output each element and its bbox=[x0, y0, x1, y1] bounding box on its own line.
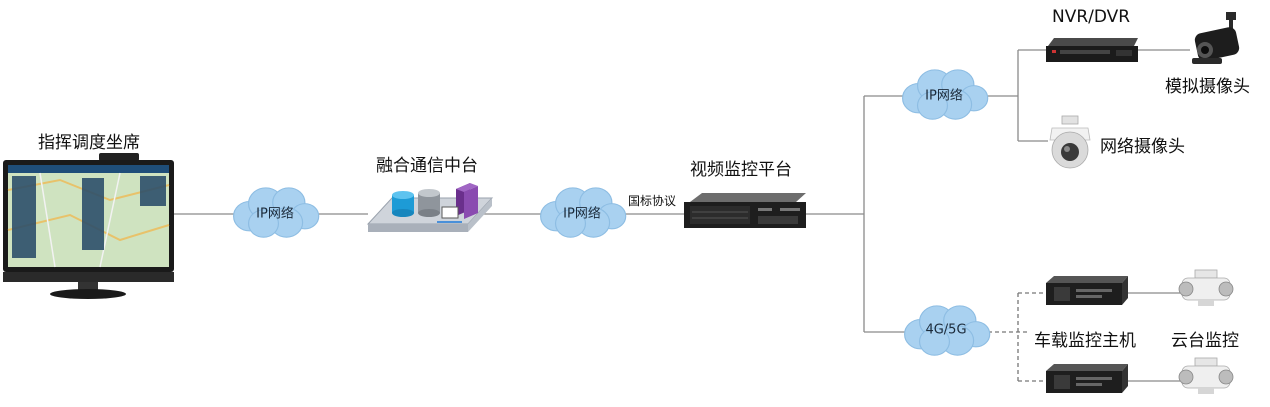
label-nvr-dvr: NVR/DVR bbox=[1052, 7, 1131, 27]
label-vehicle-host: 车载监控主机 bbox=[1034, 331, 1136, 351]
blue-cylinder bbox=[392, 191, 414, 217]
vehicle-host-icon bbox=[1046, 276, 1128, 305]
dome-camera-icon bbox=[1049, 115, 1091, 169]
nvr-icon bbox=[1046, 38, 1138, 62]
label-dispatch-seat: 指挥调度坐席 bbox=[38, 133, 140, 153]
ptz-camera-icon bbox=[1178, 269, 1234, 306]
connection-lines bbox=[172, 49, 1190, 382]
monitor-icon bbox=[3, 153, 174, 299]
label-network-camera: 网络摄像头 bbox=[1100, 137, 1185, 157]
ptz-camera-icon bbox=[1178, 357, 1234, 394]
gray-cylinder bbox=[418, 189, 440, 217]
label-fusion-center: 融合通信中台 bbox=[376, 156, 478, 176]
label-video-platform: 视频监控平台 bbox=[690, 160, 792, 180]
dashed-lines bbox=[988, 292, 1046, 382]
cloud-label-ip-network-2: IP网络 bbox=[563, 206, 601, 222]
cloud-label-ip-network-1: IP网络 bbox=[256, 206, 294, 222]
fusion-platform-icon bbox=[366, 183, 494, 232]
rack-server-icon bbox=[684, 193, 806, 228]
label-ptz-monitor: 云台监控 bbox=[1171, 331, 1239, 351]
analog-camera-icon bbox=[1192, 12, 1240, 64]
purple-cube bbox=[456, 183, 478, 219]
cloud-label-cellular: 4G/5G bbox=[925, 322, 967, 338]
cloud-label-ip-network-3: IP网络 bbox=[925, 88, 963, 104]
label-gb-protocol: 国标协议 bbox=[628, 194, 677, 208]
vehicle-host-icon bbox=[1046, 364, 1128, 393]
label-analog-camera: 模拟摄像头 bbox=[1165, 77, 1250, 97]
